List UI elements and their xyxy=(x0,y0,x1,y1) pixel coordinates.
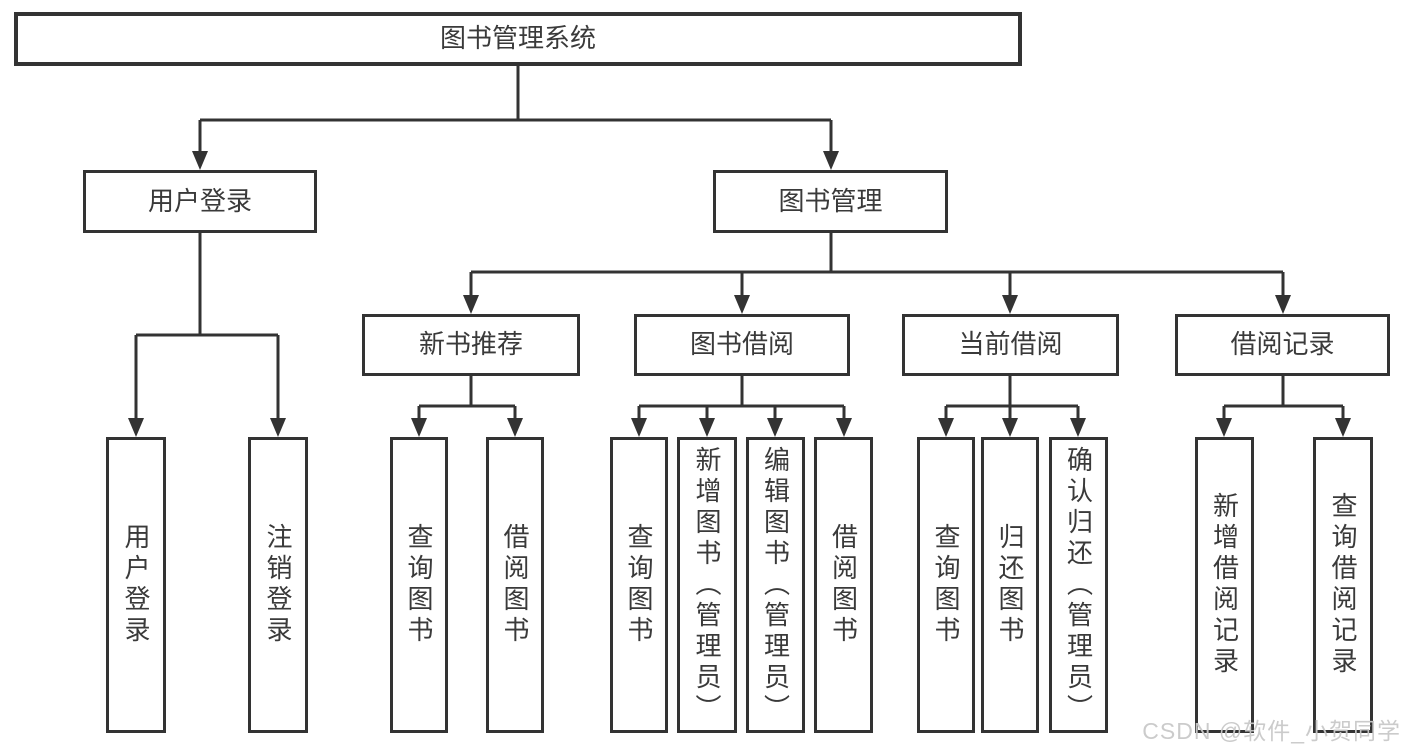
node-label: 新书推荐 xyxy=(418,329,523,360)
node-user-login: 用户登录 xyxy=(83,170,317,233)
leaf-logout: 注销登录 xyxy=(248,437,308,733)
leaf-confirm-return-admin: 确认归还（管理员） xyxy=(1049,437,1108,733)
node-borrowing-records: 借阅记录 xyxy=(1175,314,1390,376)
node-label: 查询图书 xyxy=(931,523,961,647)
leaf-return-book: 归还图书 xyxy=(981,437,1039,733)
leaf-borrow-books-recommend: 借阅图书 xyxy=(486,437,544,733)
node-label: 图书管理系统 xyxy=(439,23,596,54)
leaf-edit-book-admin: 编辑图书（管理员） xyxy=(746,437,805,733)
node-label: 查询图书 xyxy=(404,523,434,647)
leaf-query-borrow-record: 查询借阅记录 xyxy=(1313,437,1373,733)
node-label: 图书借阅 xyxy=(689,329,794,360)
node-label: 用户登录 xyxy=(147,185,252,216)
node-label: 借阅图书 xyxy=(828,523,859,647)
leaf-add-borrow-record: 新增借阅记录 xyxy=(1195,437,1254,733)
node-label: 新增借阅记录 xyxy=(1209,492,1240,678)
node-current-borrowing: 当前借阅 xyxy=(902,314,1119,376)
node-label: 用户登录 xyxy=(121,523,151,647)
leaf-query-books-recommend: 查询图书 xyxy=(390,437,448,733)
leaf-user-login: 用户登录 xyxy=(106,437,166,733)
leaf-add-book-admin: 新增图书（管理员） xyxy=(677,437,737,733)
node-book-management: 图书管理 xyxy=(713,170,948,233)
node-label: 借阅记录 xyxy=(1230,329,1335,360)
node-label: 当前借阅 xyxy=(958,329,1063,360)
node-label: 查询图书 xyxy=(624,523,654,647)
node-new-book-recommendation: 新书推荐 xyxy=(362,314,580,376)
node-book-borrowing: 图书借阅 xyxy=(634,314,850,376)
node-label: 注销登录 xyxy=(263,523,293,647)
leaf-query-books-borrow: 查询图书 xyxy=(610,437,668,733)
node-label: 借阅图书 xyxy=(500,523,530,647)
node-label: 确认归还（管理员） xyxy=(1063,445,1094,725)
leaf-query-books-current: 查询图书 xyxy=(917,437,975,733)
node-label: 新增图书（管理员） xyxy=(692,445,722,725)
node-label: 图书管理 xyxy=(778,185,883,216)
arrowheads xyxy=(128,151,1351,437)
node-library-system: 图书管理系统 xyxy=(14,12,1022,66)
leaf-borrow-books: 借阅图书 xyxy=(814,437,873,733)
node-label: 归还图书 xyxy=(995,523,1025,647)
node-label: 查询借阅记录 xyxy=(1328,492,1358,678)
node-label: 编辑图书（管理员） xyxy=(760,445,791,725)
watermark: CSDN @软件_小贺同学 xyxy=(1142,718,1401,744)
